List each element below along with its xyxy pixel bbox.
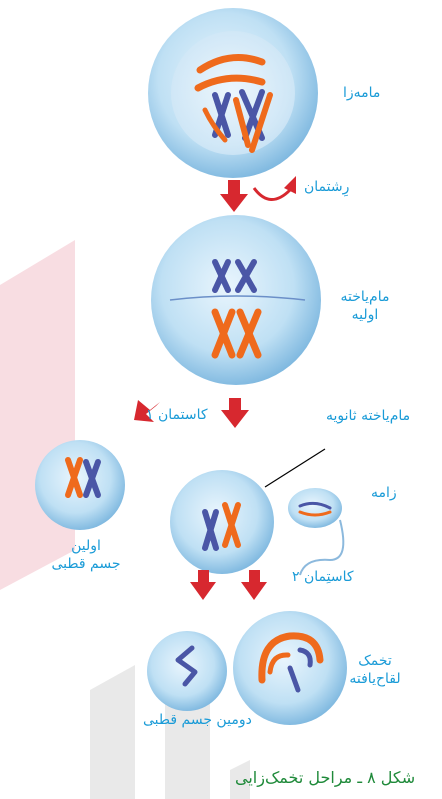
label-first-polar-line2: جسم قطبی bbox=[46, 555, 126, 573]
growth-curved-arrow bbox=[254, 176, 296, 200]
sperm bbox=[288, 488, 343, 575]
arrow-to-polar-2 bbox=[190, 570, 216, 600]
figure-caption: شکل ۸ ـ مراحل تخمک‌زایی bbox=[235, 768, 415, 787]
first-polar-body bbox=[35, 440, 125, 530]
label-zygote-line1: تخمک bbox=[342, 652, 408, 670]
secondary-oocyte-cell bbox=[170, 470, 274, 574]
label-zygote: تخمک لقاح‌یافته bbox=[342, 652, 408, 688]
secondary-oocyte-pointer bbox=[265, 449, 325, 487]
label-primary-oocyte: مام‌یاخته اولیه bbox=[330, 288, 400, 324]
label-meiosis1: کاستمان ۱ bbox=[146, 406, 208, 424]
primary-oocyte-cell bbox=[151, 215, 321, 385]
oogonium-cell bbox=[148, 8, 318, 178]
label-growth: رِشتمان bbox=[304, 178, 349, 196]
second-polar-body bbox=[147, 631, 227, 711]
label-first-polar-body: اولین جسم قطبی bbox=[46, 537, 126, 573]
label-secondary-oocyte: مام‌یاخته ثانویه bbox=[326, 407, 410, 425]
label-zygote-line2: لقاح‌یافته bbox=[342, 670, 408, 688]
arrow-down-1 bbox=[220, 180, 248, 212]
label-second-polar-body: دومین جسم قطبی bbox=[143, 711, 252, 729]
label-first-polar-line1: اولین bbox=[46, 537, 126, 555]
label-oogonium: مامه‌زا bbox=[343, 84, 380, 102]
arrow-to-zygote bbox=[241, 570, 267, 600]
label-primary-oocyte-line2: اولیه bbox=[330, 306, 400, 324]
label-meiosis2: کاستِمان ۲ bbox=[292, 568, 354, 586]
zygote-cell bbox=[233, 611, 347, 725]
label-sperm: زامه bbox=[371, 484, 397, 502]
arrow-down-2 bbox=[221, 398, 249, 428]
label-primary-oocyte-line1: مام‌یاخته bbox=[330, 288, 400, 306]
